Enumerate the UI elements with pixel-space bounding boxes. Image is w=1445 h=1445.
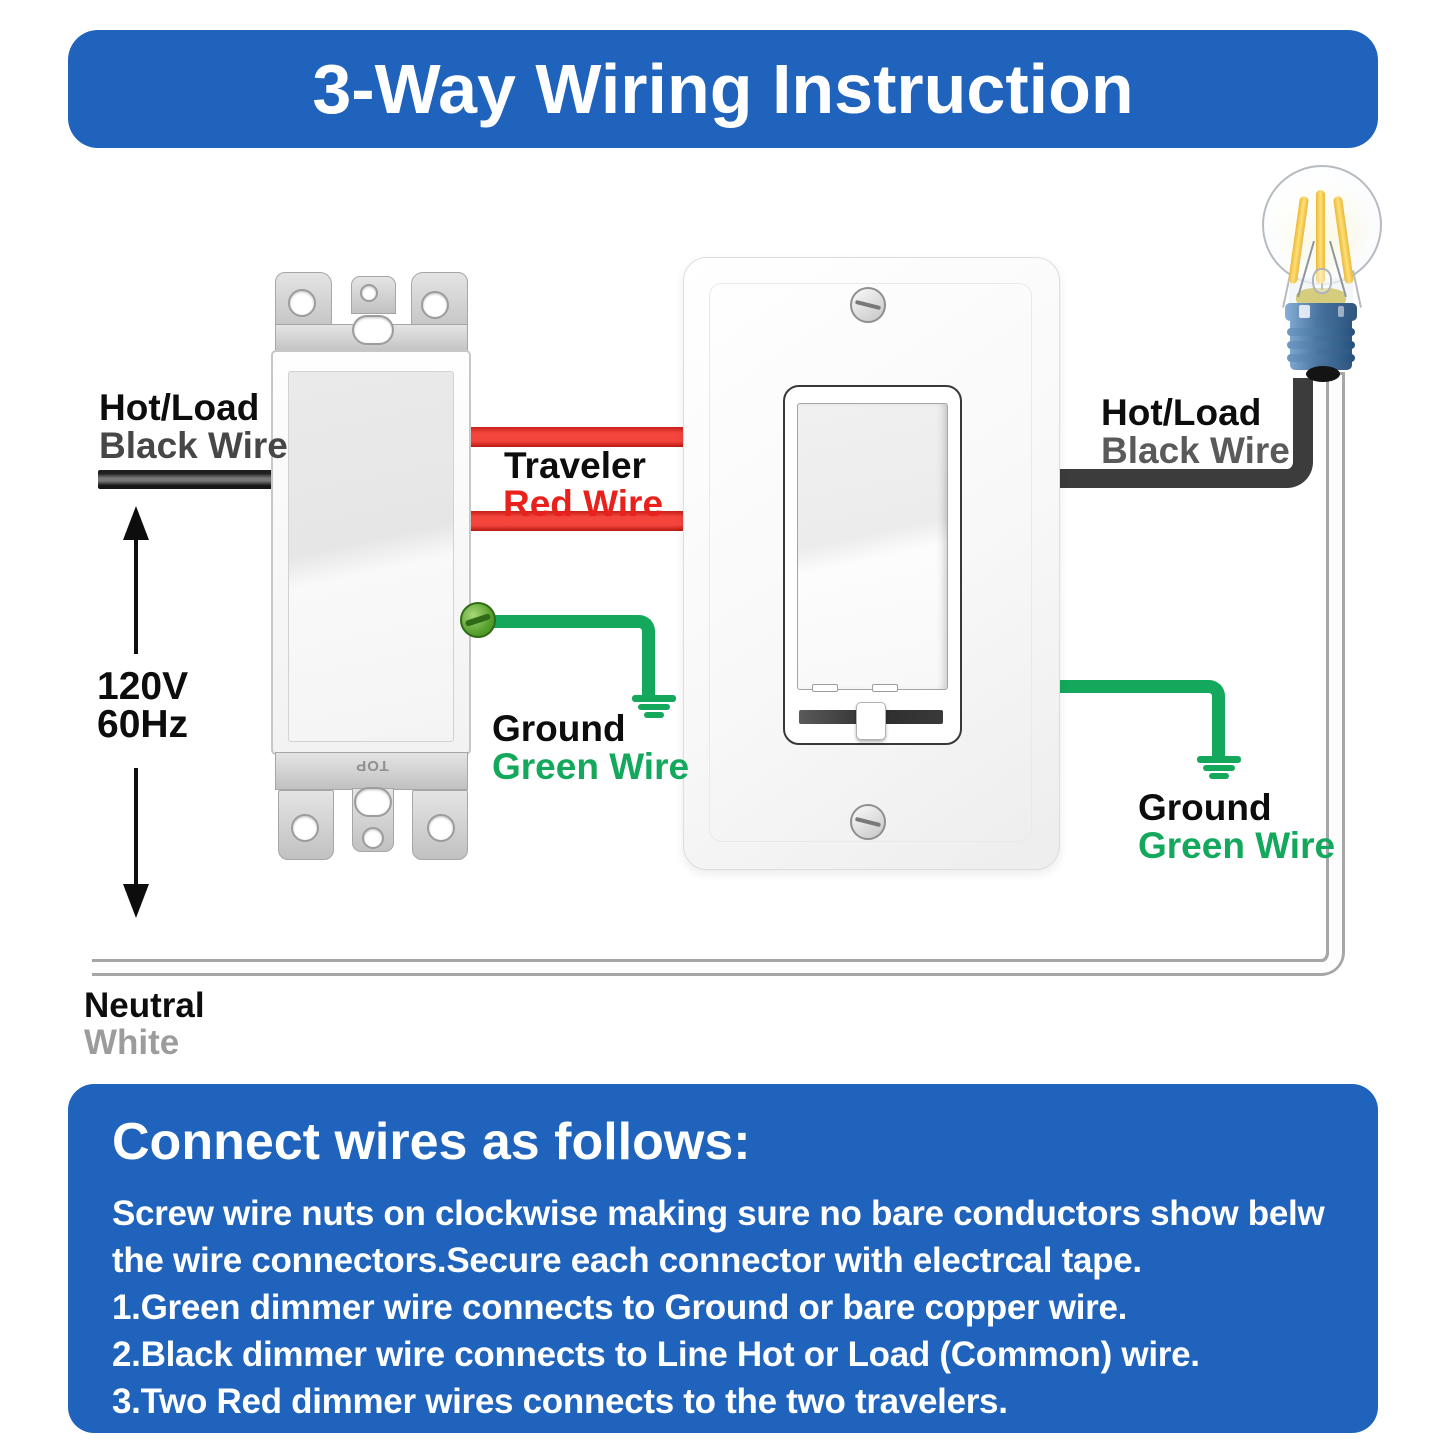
switch-top-marking: TOP <box>355 757 389 774</box>
bulb-base-ridge-3 <box>1287 354 1355 362</box>
label-voltage: 120V <box>97 665 189 708</box>
label-right-hot-wire: Black Wire <box>1101 430 1290 471</box>
instructions-line-5: 3.Two Red dimmer wires connects to the t… <box>112 1382 1008 1421</box>
page-title: 3-Way Wiring Instruction <box>312 50 1134 128</box>
ground-screw-slot <box>464 613 492 627</box>
instructions-line-2: the wire connectors.Secure each connecto… <box>112 1241 1142 1280</box>
instructions-heading: Connect wires as follows: <box>112 1113 751 1171</box>
ground-symbol-right-bar3 <box>1209 773 1229 779</box>
dimmer-rocker <box>797 403 948 690</box>
neutral-white-wire <box>92 375 1342 973</box>
ground-symbol-right-bar2 <box>1203 765 1235 771</box>
instructions-body: Screw wire nuts on clockwise making sure… <box>112 1190 1372 1425</box>
bulb-base-highlight-left <box>1299 305 1310 318</box>
ground-symbol-left-bar2 <box>638 704 670 710</box>
instructions-line-3: 1.Green dimmer wire connects to Ground o… <box>112 1288 1128 1327</box>
ground-symbol-left-bar3 <box>644 712 664 718</box>
bulb-stem-glass <box>1312 268 1332 294</box>
switch-strap-slot-bottom <box>354 787 392 817</box>
switch-strap-hole-top-left <box>288 289 316 317</box>
label-ground-left: Ground <box>492 708 626 749</box>
voltage-arrow-shaft-top <box>134 538 138 654</box>
bulb-base-highlight-right <box>1338 306 1344 317</box>
label-ground-left-wire: Green Wire <box>492 746 690 787</box>
plate-screw-bottom <box>850 804 886 840</box>
plate-screw-bottom-slot <box>854 816 882 828</box>
bulb-base-tip <box>1306 366 1340 382</box>
plate-screw-top-slot <box>854 299 882 311</box>
dimmer-plate-bevel <box>709 283 1032 842</box>
ground-symbol-right <box>1197 756 1241 763</box>
traveler-red-wire-bottom <box>460 511 688 531</box>
label-ground-right: Ground <box>1138 787 1272 828</box>
switch-rocker <box>288 371 454 742</box>
instructions-line-4: 2.Black dimmer wire connects to Line Hot… <box>112 1335 1200 1374</box>
switch-strap-hole-bottom-left <box>291 814 319 842</box>
label-frequency: 60Hz <box>97 703 189 746</box>
voltage-arrow-up <box>123 506 149 540</box>
dimmer-slider-knob <box>856 702 886 740</box>
voltage-arrow-shaft-bottom <box>134 768 138 886</box>
label-right-hot: Hot/Load <box>1101 392 1262 433</box>
instructions-box <box>68 1084 1378 1433</box>
label-left-hot: Hot/Load <box>99 387 260 428</box>
traveler-red-wire-top <box>460 427 688 447</box>
bulb-base-ridge-1 <box>1287 328 1355 336</box>
switch-strap-hole-top-right <box>421 291 449 319</box>
ground-symbol-left <box>632 695 676 702</box>
header-banner: 3-Way Wiring Instruction <box>68 30 1378 148</box>
label-neutral: Neutral <box>84 986 205 1025</box>
label-traveler-wire: Red Wire <box>503 483 664 524</box>
plate-screw-top <box>850 287 886 323</box>
bulb-filament-center <box>1316 190 1325 284</box>
switch-strap-slot-top <box>352 315 394 345</box>
switch-strap-hole-bottom-right <box>427 814 455 842</box>
voltage-arrow-down <box>123 884 149 918</box>
label-neutral-wire: White <box>84 1023 180 1062</box>
switch-strap-bottom-band <box>275 752 468 790</box>
ground-screw <box>460 602 496 638</box>
dimmer-rocker-tab-left <box>812 684 838 692</box>
label-traveler: Traveler <box>504 445 646 486</box>
instructions-line-1: Screw wire nuts on clockwise making sure… <box>112 1194 1325 1233</box>
bulb-base-ridge-2 <box>1287 341 1355 349</box>
ground-green-wire-left <box>486 615 655 697</box>
switch-strap-hole-top-center <box>360 284 378 302</box>
ground-green-wire-right <box>1055 680 1225 758</box>
label-left-hot-wire: Black Wire <box>99 425 288 466</box>
dimmer-rocker-tab-right <box>872 684 898 692</box>
bulb-glass-neck-right <box>1352 270 1362 308</box>
label-ground-right-wire: Green Wire <box>1138 825 1336 866</box>
switch-strap-hole-bottom-center <box>362 827 384 849</box>
hot-black-wire-left <box>98 470 275 489</box>
hot-black-wire-right <box>1055 378 1313 488</box>
